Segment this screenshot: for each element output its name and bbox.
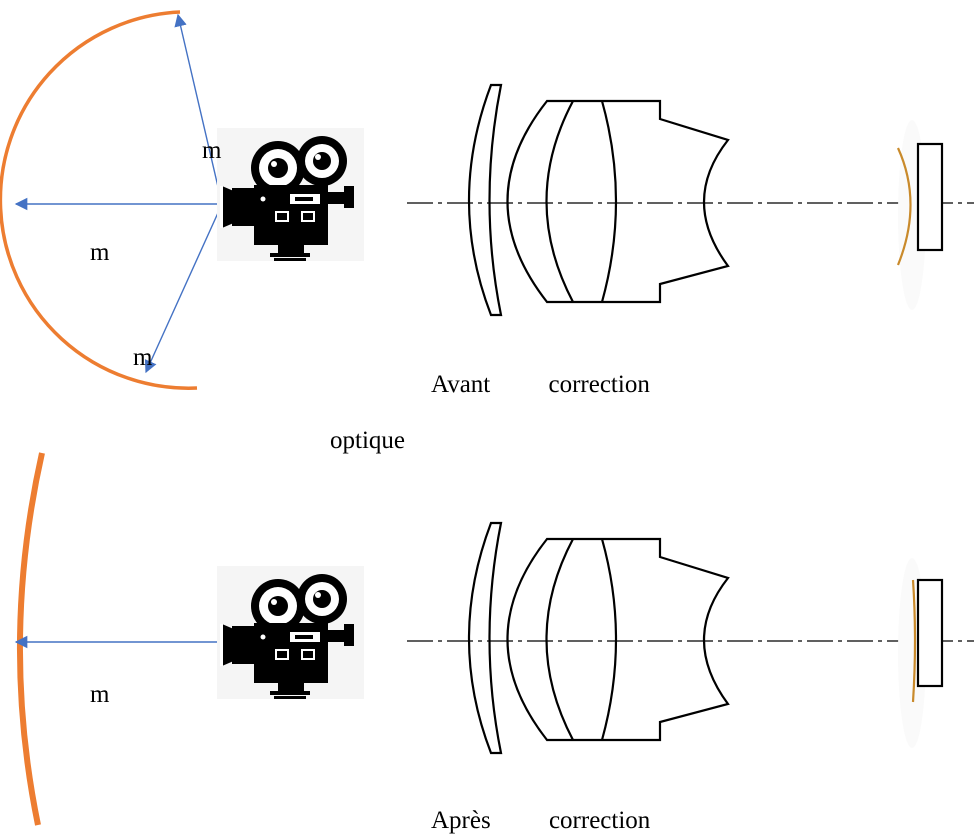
bottom-diagram: [14, 452, 974, 826]
ray-arrow-down: [144, 203, 223, 374]
radius-label-middle: m: [90, 239, 110, 266]
ray-arrow-up: [174, 13, 223, 205]
caption-before-line2: optique: [330, 427, 405, 454]
lens-system-bottom: [405, 521, 974, 755]
movie-camera-icon-bottom: [217, 566, 364, 700]
radius-label-bottom: m: [90, 681, 110, 708]
caption-before-line1: Avant correction: [431, 371, 650, 398]
lens-system: [405, 83, 974, 317]
sensor-assembly-bottom: [898, 558, 944, 748]
radius-label-upper: m: [202, 137, 222, 164]
radius-label-lower: m: [133, 344, 153, 371]
top-diagram: [0, 10, 974, 390]
curved-field-arc: [0, 10, 198, 390]
caption-after: Après correction: [431, 807, 651, 834]
movie-camera-icon: [217, 128, 364, 262]
sensor-assembly: [896, 120, 944, 310]
flat-field-arc: [17, 452, 45, 826]
